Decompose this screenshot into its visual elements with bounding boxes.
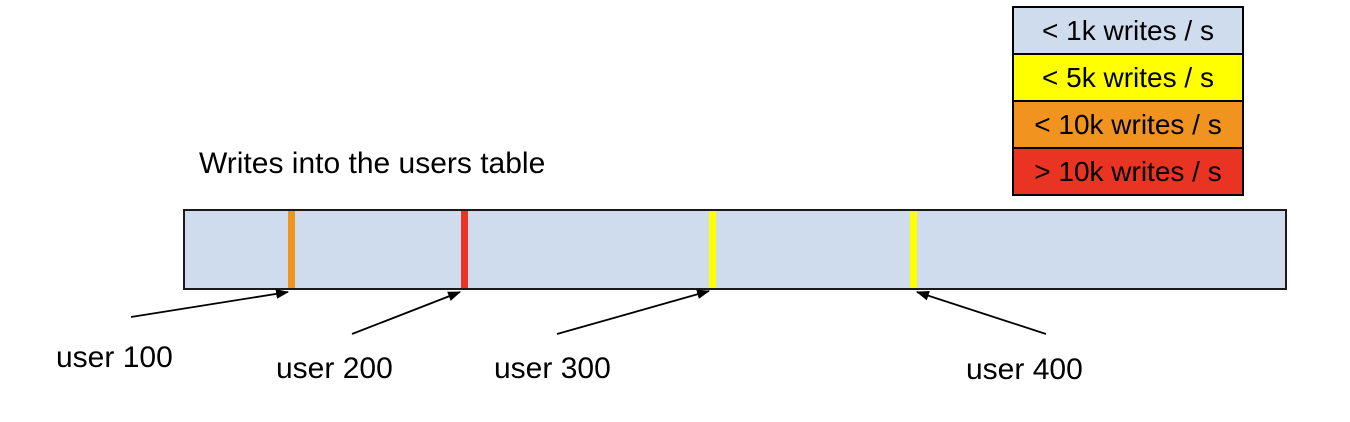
write-stripe-user-400 [910, 211, 917, 288]
legend-item-4: > 10k writes / s [1014, 149, 1242, 194]
users-table-bar [183, 209, 1287, 290]
arrow-user-300 [556, 289, 711, 335]
legend-item-3: < 10k writes / s [1014, 102, 1242, 149]
legend-item-label: < 10k writes / s [1034, 108, 1222, 140]
write-stripe-user-200 [461, 211, 468, 288]
write-stripe-user-100 [288, 211, 295, 288]
arrow-user-100 [130, 289, 290, 318]
write-rate-legend: < 1k writes / s < 5k writes / s < 10k writ… [1012, 6, 1244, 196]
legend-item-label: > 10k writes / s [1034, 155, 1222, 187]
legend-item-1: < 1k writes / s [1014, 8, 1242, 55]
write-stripe-user-300 [709, 211, 716, 288]
legend-item-2: < 5k writes / s [1014, 55, 1242, 102]
diagram-title: Writes into the users table [199, 147, 546, 180]
user-label-user-400: user 400 [966, 353, 1083, 386]
user-label-user-300: user 300 [494, 352, 611, 385]
arrow-user-400 [915, 291, 1047, 335]
legend-item-label: < 5k writes / s [1042, 61, 1214, 93]
legend-item-label: < 1k writes / s [1042, 14, 1214, 46]
user-label-user-100: user 100 [56, 341, 173, 374]
user-label-user-200: user 200 [276, 352, 393, 385]
arrow-user-200 [351, 291, 462, 335]
